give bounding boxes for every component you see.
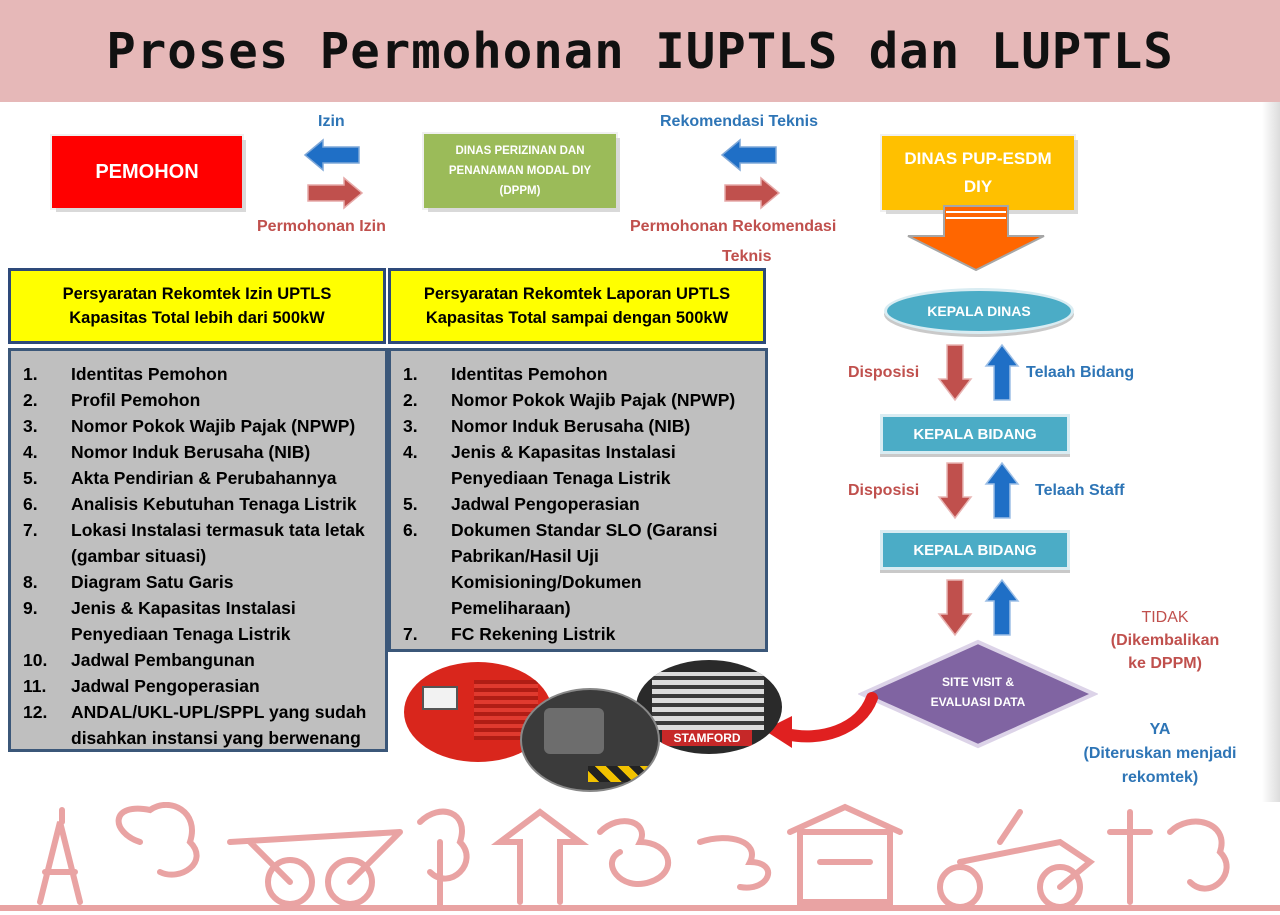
arrow-up-blue-icon (984, 343, 1020, 401)
kepala-bidang-label-2: KEPALA BIDANG (913, 541, 1037, 559)
list-item: 7.Lokasi Instalasi termasuk tata letak (… (23, 520, 365, 566)
nameplate-photo: STAMFORD (636, 660, 782, 754)
list-item: 9.Jenis & Kapasitas Instalasi Penyediaan… (23, 598, 296, 644)
req-izin-list: 1.Identitas Pemohon 2.Profil Pemohon 3.N… (8, 348, 388, 752)
kepala-bidang-node-2: KEPALA BIDANG (880, 530, 1070, 570)
arrow-down-red-icon-3 (937, 579, 973, 637)
footer-ornament (0, 802, 1280, 911)
arrow-right-red-icon-2 (724, 176, 781, 210)
tidak-line1: TIDAK (1141, 609, 1189, 626)
ya-line2: (Diteruskan menjadi (1083, 745, 1237, 762)
kepala-bidang-label-1: KEPALA BIDANG (913, 425, 1037, 443)
arrow-down-red-icon (937, 344, 973, 402)
list-item: 6.Dokumen Standar SLO (Garansi Pabrikan/… (403, 520, 718, 618)
list-item: 10.Jadwal Pembangunan (23, 650, 255, 670)
izin-label: Izin (318, 113, 345, 130)
list-item: 12.ANDAL/UKL-UPL/SPPL yang sudah disahka… (23, 702, 367, 748)
arrow-left-blue-icon (303, 138, 360, 172)
req-laporan-heading-line2: Kapasitas Total sampai dengan 500kW (425, 309, 729, 327)
rekomendasi-teknis-label: Rekomendasi Teknis (660, 113, 818, 130)
slide-edge-shadow (1262, 102, 1280, 802)
permohonan-izin-label: Permohonan Izin (257, 218, 386, 235)
dppm-label: DINAS PERIZINAN DAN PENANAMAN MODAL DIY … (448, 145, 592, 197)
list-item: 4.Jenis & Kapasitas Instalasi Penyediaan… (403, 442, 676, 488)
arrow-up-blue-icon-2 (984, 461, 1020, 519)
kepala-dinas-label: KEPALA DINAS (927, 303, 1031, 319)
kepala-dinas-node: KEPALA DINAS (884, 288, 1074, 334)
list-item: 2.Profil Pemohon (23, 390, 201, 410)
arrow-down-orange-icon (907, 205, 1045, 272)
disposisi-label-1: Disposisi (848, 364, 920, 381)
list-item: 3.Nomor Induk Berusaha (NIB) (403, 416, 691, 436)
list-item: 11.Jadwal Pengoperasian (23, 676, 260, 696)
req-laporan-list: 1.Identitas Pemohon 2.Nomor Pokok Wajib … (388, 348, 768, 652)
page-title: Proses Permohonan IUPTLS dan LUPTLS (106, 22, 1174, 80)
ya-line1: YA (1149, 721, 1171, 738)
permohonan-rekomendasi-label-2: Teknis (722, 248, 772, 265)
list-item: 6.Analisis Kebutuhan Tenaga Listrik (23, 494, 357, 514)
engine-photo (520, 688, 660, 792)
stamford-label: STAMFORD (662, 730, 752, 746)
site-visit-diamond (858, 639, 1098, 749)
tidak-line2: (Dikembalikan (1110, 632, 1220, 649)
pup-esdm-box: DINAS PUP-ESDM DIY (882, 136, 1074, 210)
arrow-right-red-icon (307, 176, 364, 210)
site-visit-line1: SITE VISIT & (941, 675, 1014, 689)
tidak-label: TIDAK (Dikembalikan ke DPPM) (1090, 606, 1240, 675)
list-item: 7.FC Rekening Listrik (403, 624, 616, 644)
req-izin-heading-line2: Kapasitas Total lebih dari 500kW (69, 309, 325, 327)
req-laporan-heading-line1: Persyaratan Rekomtek Laporan UPTLS (423, 285, 731, 303)
req-laporan-heading: Persyaratan Rekomtek Laporan UPTLS Kapas… (388, 268, 766, 344)
site-visit-line2: EVALUASI DATA (930, 695, 1026, 709)
list-item: 8.Diagram Satu Garis (23, 572, 234, 592)
list-item: 2.Nomor Pokok Wajib Pajak (NPWP) (403, 390, 736, 410)
req-izin-heading-line1: Persyaratan Rekomtek Izin UPTLS (62, 285, 332, 303)
req-izin-heading: Persyaratan Rekomtek Izin UPTLS Kapasita… (8, 268, 386, 344)
arrow-up-blue-icon-3 (984, 578, 1020, 636)
ya-label: YA (Diteruskan menjadi rekomtek) (1060, 718, 1260, 790)
telaah-staff-label: Telaah Staff (1035, 482, 1125, 499)
permohonan-rekomendasi-label: Permohonan Rekomendasi (630, 218, 837, 235)
list-item: 5.Jadwal Pengoperasian (403, 494, 640, 514)
list-item: 1.Identitas Pemohon (23, 364, 228, 384)
telaah-bidang-label: Telaah Bidang (1026, 364, 1135, 381)
arrow-down-red-icon-2 (937, 462, 973, 520)
dppm-box: DINAS PERIZINAN DAN PENANAMAN MODAL DIY … (424, 134, 616, 208)
ya-line3: rekomtek) (1121, 769, 1199, 786)
list-item: 5.Akta Pendirian & Perubahannya (23, 468, 337, 488)
list-item: 1.Identitas Pemohon (403, 364, 608, 384)
curved-arrow-red-icon (764, 692, 878, 748)
pemohon-box: PEMOHON (52, 136, 242, 208)
pemohon-label: PEMOHON (95, 160, 199, 183)
batik-ornament-icon (0, 802, 1280, 911)
arrow-left-blue-icon-2 (720, 138, 777, 172)
tidak-line3: ke DPPM) (1128, 655, 1202, 672)
title-bar: Proses Permohonan IUPTLS dan LUPTLS (0, 0, 1280, 102)
pup-esdm-label: DINAS PUP-ESDM DIY (904, 149, 1052, 196)
disposisi-label-2: Disposisi (848, 482, 920, 499)
list-item: 3.Nomor Pokok Wajib Pajak (NPWP) (23, 416, 356, 436)
kepala-bidang-node-1: KEPALA BIDANG (880, 414, 1070, 454)
list-item: 4.Nomor Induk Berusaha (NIB) (23, 442, 311, 462)
site-visit-label: SITE VISIT & EVALUASI DATA (900, 672, 1056, 712)
